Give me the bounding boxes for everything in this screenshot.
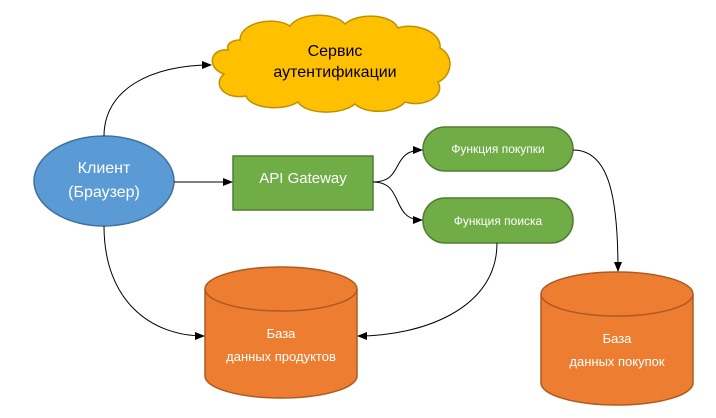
products-db-cylinder bbox=[204, 266, 358, 399]
purchase-function-label: Функция покупки bbox=[451, 142, 545, 156]
api-gateway-box bbox=[232, 155, 374, 211]
purchases-db-cylinder bbox=[540, 271, 694, 406]
search-function-pill bbox=[422, 197, 574, 244]
edge-client-auth bbox=[103, 61, 212, 137]
products-db-label: База данных продуктов bbox=[226, 326, 336, 364]
client-label: Клиент (Браузер) bbox=[68, 160, 140, 201]
auth-service-cloud bbox=[211, 14, 451, 113]
search-function-label: Функция поиска bbox=[453, 213, 543, 228]
edge-search-productsdb bbox=[357, 242, 498, 340]
auth-service-label: Сервис аутентификации bbox=[273, 43, 397, 81]
edge-purchase-purchasesdb bbox=[572, 149, 622, 272]
purchases-db-label: База данных покупок bbox=[569, 331, 665, 369]
edge-gateway-purchase bbox=[372, 146, 423, 183]
edge-gateway-search bbox=[372, 181, 423, 224]
edge-client-productsdb bbox=[103, 225, 205, 340]
api-gateway-label: API Gateway bbox=[259, 169, 347, 187]
purchase-function-pill bbox=[422, 126, 574, 172]
